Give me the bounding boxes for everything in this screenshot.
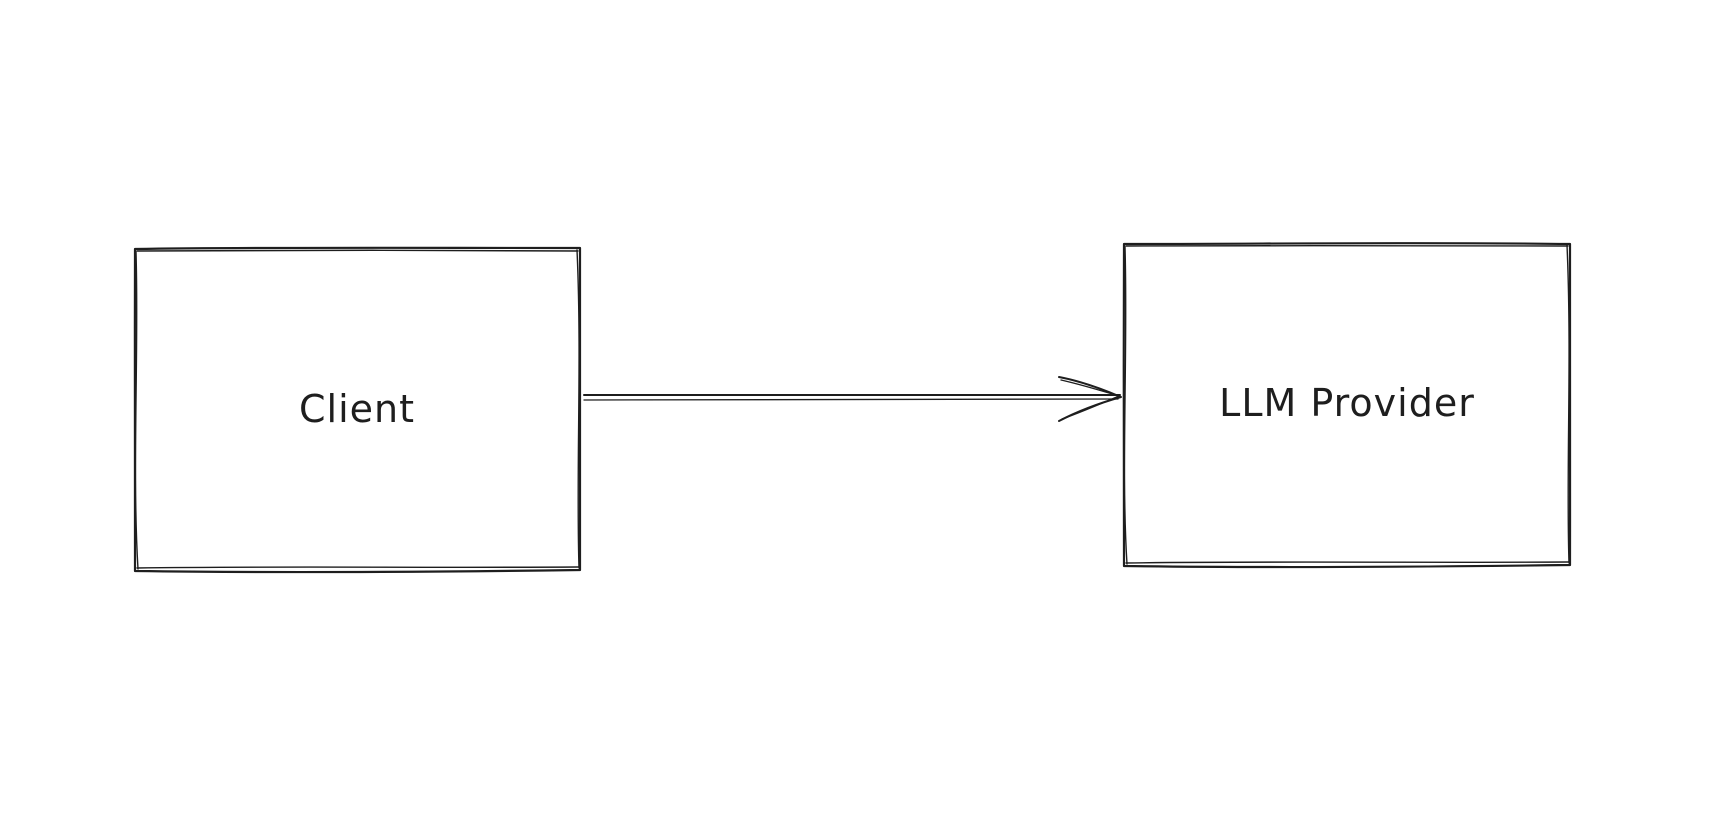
client-node[interactable]: Client bbox=[133, 246, 582, 574]
client-box-outline-sketch bbox=[134, 249, 580, 570]
arrowhead-icon bbox=[1058, 376, 1122, 422]
llm-provider-box-outline bbox=[1122, 242, 1572, 569]
arrowhead-sketch bbox=[1060, 379, 1120, 420]
llm-provider-label: LLM Provider bbox=[1219, 381, 1475, 425]
client-box-outline bbox=[133, 246, 582, 574]
client-label: Client bbox=[299, 387, 415, 431]
llm-provider-box-outline-sketch bbox=[1123, 244, 1570, 565]
arrow-shaft-sketch bbox=[583, 398, 1119, 401]
llm-provider-node[interactable]: LLM Provider bbox=[1122, 242, 1572, 569]
arrow-client-to-llm-provider[interactable] bbox=[583, 376, 1122, 422]
